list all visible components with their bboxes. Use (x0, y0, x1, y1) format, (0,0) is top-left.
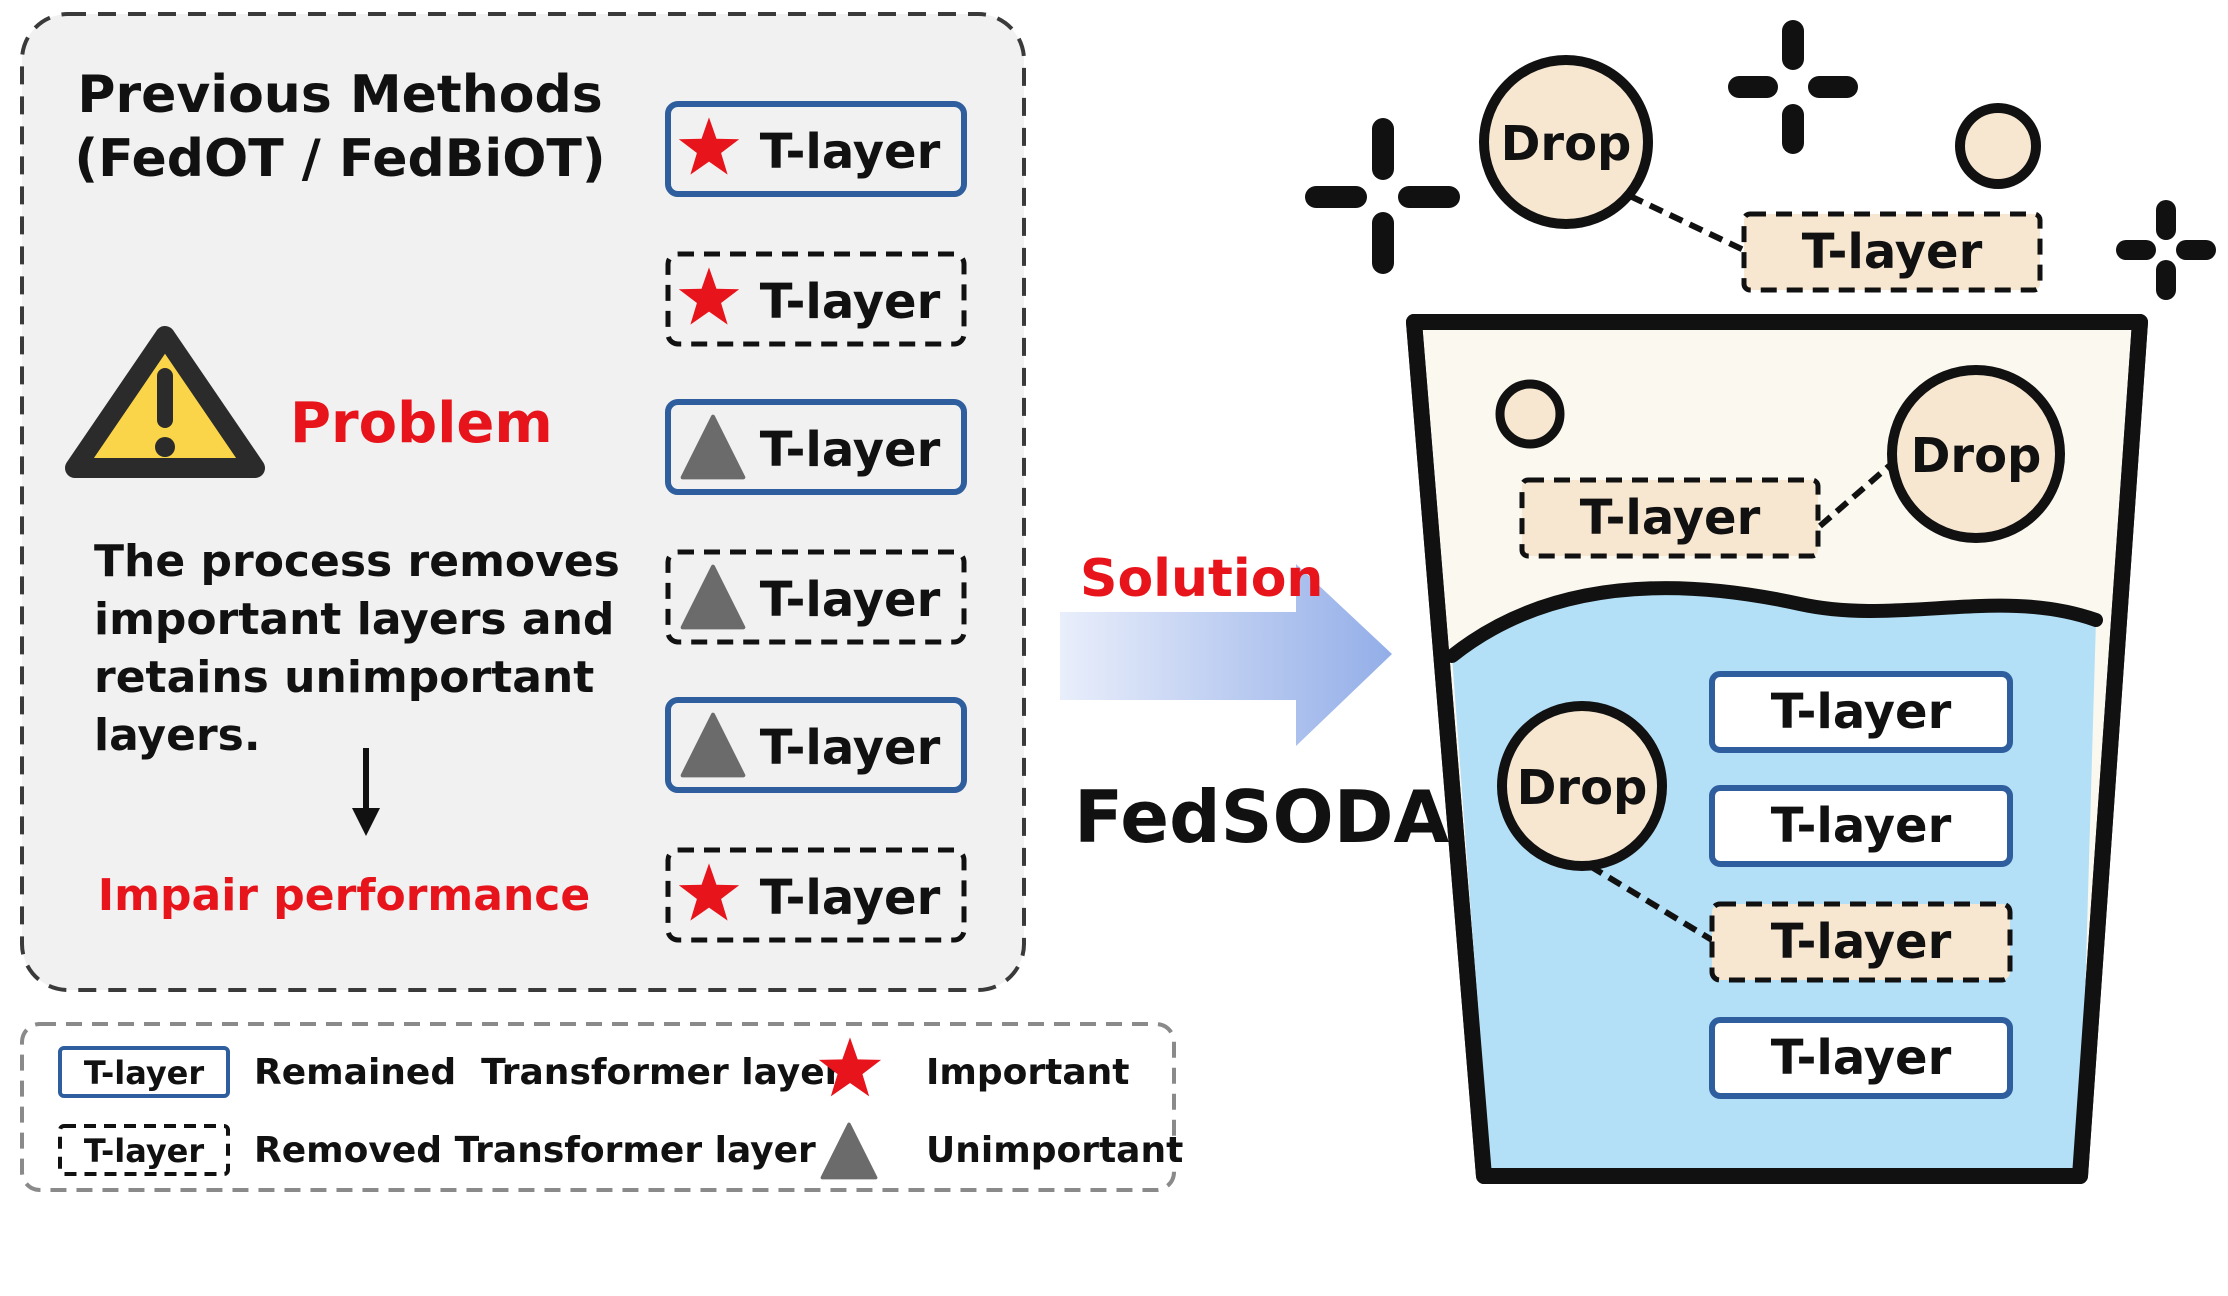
sparkle-icon (1305, 118, 1460, 274)
water-layer-remained: T-layer (1709, 671, 2013, 753)
panel-title-line2: (FedOT / FedBiOT) (74, 129, 605, 189)
legend-removed-swatch-label: T-layer (84, 1132, 205, 1170)
water-layer-removed: T-layer (1709, 901, 2013, 983)
down-arrow-icon (352, 748, 380, 836)
layer-remained-triangle: T-layer (665, 697, 967, 793)
drop-bubble (1497, 701, 1667, 871)
previous-methods-panel: Previous Methods (FedOT / FedBiOT) Probl… (20, 12, 1026, 992)
problem-label: Problem (290, 391, 553, 456)
legend-removed-swatch (58, 1124, 230, 1176)
drop-label: Drop (1501, 116, 1632, 172)
layer-removed-star: T-layer (665, 251, 967, 347)
legend-unimportant-text: Unimportant (926, 1130, 1183, 1171)
description-line-1: The process removes (94, 536, 620, 587)
warning-icon (65, 326, 265, 478)
drop-label: Drop (1911, 428, 2042, 484)
layer-removed-triangle: T-layer (665, 549, 967, 645)
layer-label: T-layer (1771, 914, 1952, 970)
layer-label: T-layer (1802, 224, 1983, 280)
description-line-4: layers. (94, 710, 261, 761)
legend-remained-swatch-label: T-layer (84, 1054, 205, 1092)
legend-remained-swatch (58, 1046, 230, 1098)
drop-label: Drop (1517, 760, 1648, 816)
impact-label: Impair performance (98, 870, 590, 921)
solution-label: Solution (1080, 549, 1323, 609)
panel-title-line1: Previous Methods (77, 65, 602, 125)
legend: T-layer Remained Transformer layer T-lay… (20, 1022, 1183, 1192)
method-name: FedSODA (1074, 775, 1449, 859)
layer-remained-star: T-layer (665, 101, 967, 197)
layer-label: T-layer (1580, 490, 1761, 546)
layer-label: T-layer (760, 870, 941, 926)
layer-label: T-layer (760, 572, 941, 628)
drop-bubble (1887, 365, 2065, 543)
layer-label: T-layer (760, 124, 941, 180)
description-line-2: important layers and (94, 594, 614, 645)
legend-removed-text: Removed Transformer layer (254, 1130, 816, 1171)
water-layer-remained: T-layer (1709, 785, 2013, 867)
layer-label: T-layer (760, 274, 941, 330)
drop-bubble (1479, 55, 1653, 229)
solution-arrow: Solution FedSODA (1060, 549, 1449, 859)
fedsoda-cup: Drop T-layer Drop T-layer Drop T-layer T… (1305, 20, 2216, 1184)
sparkle-icon (2116, 200, 2216, 300)
layer-label: T-layer (760, 422, 941, 478)
description-line-3: retains unimportant (94, 652, 594, 703)
bubble-icon (1955, 103, 2041, 189)
layer-label: T-layer (1771, 1030, 1952, 1086)
layer-remained-triangle: T-layer (665, 399, 967, 495)
removed-layer-floating (1519, 477, 1821, 559)
layer-label: T-layer (1771, 798, 1952, 854)
layer-label: T-layer (760, 720, 941, 776)
legend-remained-text: Remained Transformer layer (254, 1052, 843, 1093)
legend-important-text: Important (926, 1052, 1130, 1093)
layer-removed-star: T-layer (665, 847, 967, 943)
water-layer-remained: T-layer (1709, 1017, 2013, 1099)
layer-label: T-layer (1771, 684, 1952, 740)
removed-layer-floating (1741, 211, 2043, 293)
sparkle-icon (1728, 20, 1858, 154)
arrow-right-icon (1060, 564, 1392, 746)
bubble-icon (1495, 379, 1565, 449)
